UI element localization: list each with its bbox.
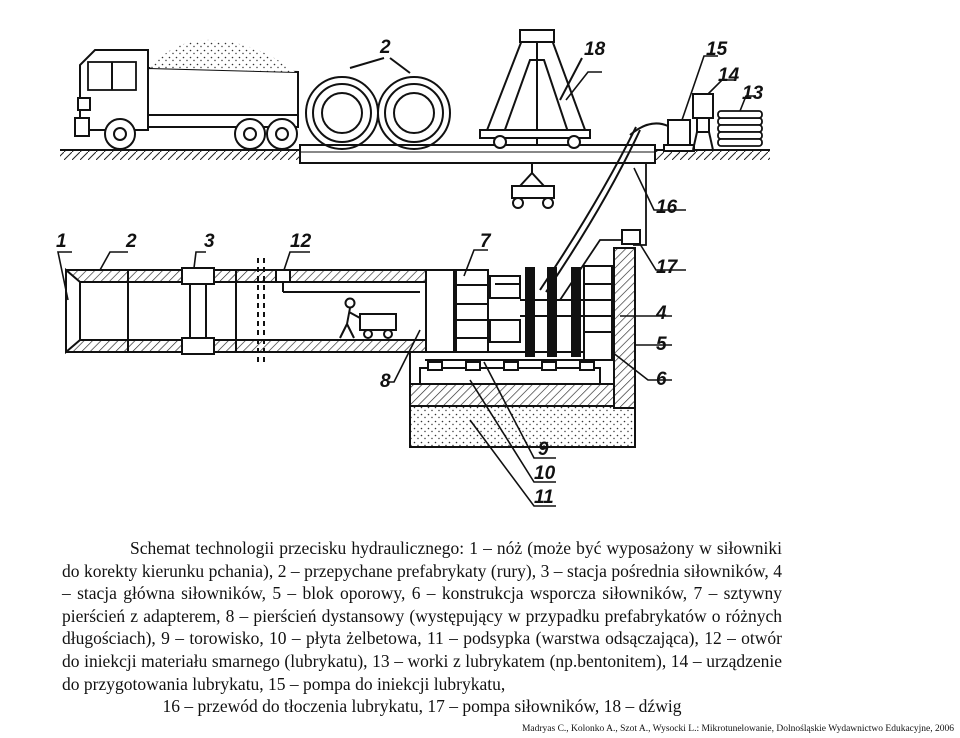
label-18: 18 xyxy=(584,39,606,60)
support-structure-6 xyxy=(583,265,613,361)
label-9: 9 xyxy=(538,439,549,460)
label-3: 3 xyxy=(204,231,215,252)
thrust-block-5 xyxy=(613,247,636,409)
label-15: 15 xyxy=(706,39,728,60)
gravel-bedding-11 xyxy=(409,404,636,448)
label-10: 10 xyxy=(534,463,556,484)
source-citation: Madryas C., Kolonko A., Szot A., Wysocki… xyxy=(521,724,954,734)
distance-ring-8 xyxy=(425,269,455,353)
caption-body: Schemat technologii przecisku hydraulicz… xyxy=(62,538,782,694)
label-11: 11 xyxy=(534,487,554,508)
lubricant-mixer-14 xyxy=(692,93,714,151)
jack-pump-17 xyxy=(621,229,641,245)
label-7: 7 xyxy=(480,231,491,252)
worker-with-cart xyxy=(339,297,397,339)
label-5: 5 xyxy=(656,334,667,355)
bentonite-bags-13 xyxy=(717,110,763,147)
main-jack-station-4 xyxy=(489,267,585,357)
label-16: 16 xyxy=(656,197,678,218)
cutting-shield-1 xyxy=(65,267,81,355)
label-2-pipe: 2 xyxy=(126,231,137,252)
label-6: 6 xyxy=(656,369,667,390)
label-1: 1 xyxy=(56,231,67,252)
leader-lines xyxy=(57,55,756,507)
label-2-surface: 2 xyxy=(380,37,391,58)
diagram-caption: Schemat technologii przecisku hydraulicz… xyxy=(62,537,782,718)
label-17: 17 xyxy=(656,257,678,278)
label-13: 13 xyxy=(742,83,764,104)
label-12: 12 xyxy=(290,231,312,252)
hanging-cart xyxy=(511,163,555,209)
technology-diagram xyxy=(57,29,770,507)
concrete-slab-10 xyxy=(409,383,636,407)
label-8: 8 xyxy=(380,371,391,392)
injection-hole-12 xyxy=(275,269,420,293)
surface-platform xyxy=(299,144,656,164)
label-4: 4 xyxy=(656,303,667,324)
track-9 xyxy=(419,351,601,385)
crane xyxy=(479,29,591,149)
label-14: 14 xyxy=(718,65,740,86)
caption-last-line: 16 – przewód do tłoczenia lubrykatu, 17 … xyxy=(162,696,682,717)
dump-truck xyxy=(74,39,299,150)
rigid-ring-7 xyxy=(455,269,489,353)
pipe-joints xyxy=(127,267,237,355)
pipe-string xyxy=(65,269,427,353)
pipes-surface xyxy=(305,57,451,150)
